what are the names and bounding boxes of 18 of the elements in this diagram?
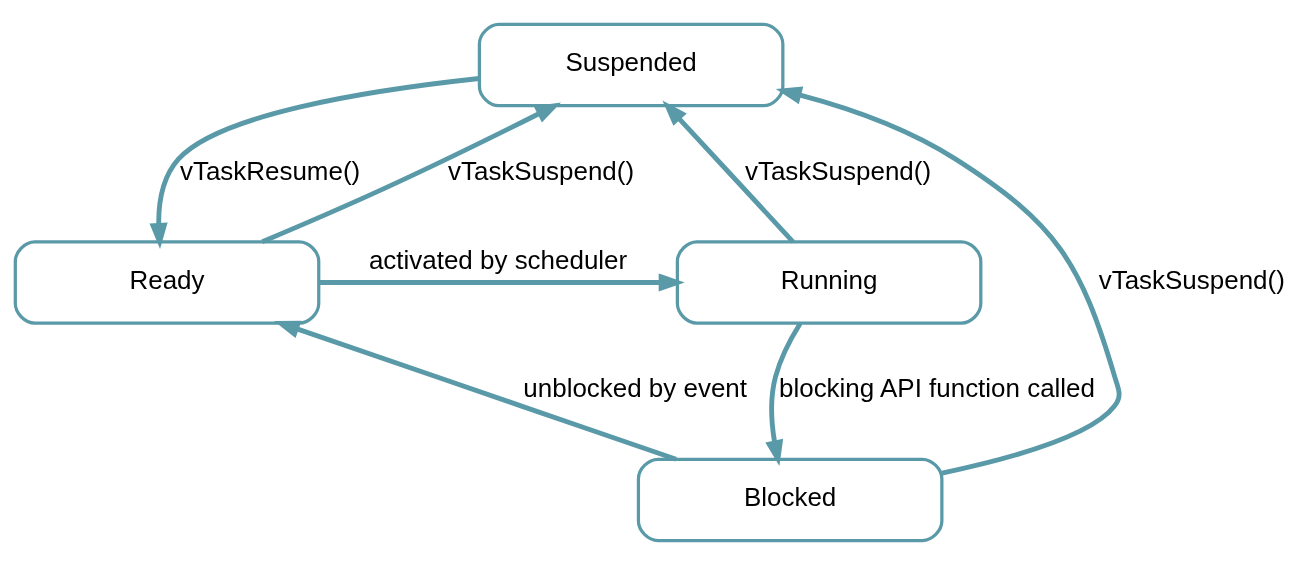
node-box: Ready [13,240,321,325]
edge-label: vTaskSuspend() [744,155,932,186]
edge-label: activated by scheduler [368,245,628,276]
edge-label: vTaskResume() [179,155,361,186]
arrow [261,102,562,244]
arrow [765,322,803,467]
node-box: Suspended [477,22,785,108]
node-box: Running [675,240,983,325]
edge-label: blocking API function called [779,373,1095,404]
node-box: Blocked [636,457,944,543]
edge-label: vTaskSuspend() [448,155,635,186]
arrow [149,76,480,249]
arrow [273,320,677,462]
edge-label: vTaskSuspend() [1098,264,1285,295]
arrow [318,273,685,292]
arrow [775,86,1122,476]
edge-label: unblocked by event [523,373,748,404]
arrow [662,100,795,244]
